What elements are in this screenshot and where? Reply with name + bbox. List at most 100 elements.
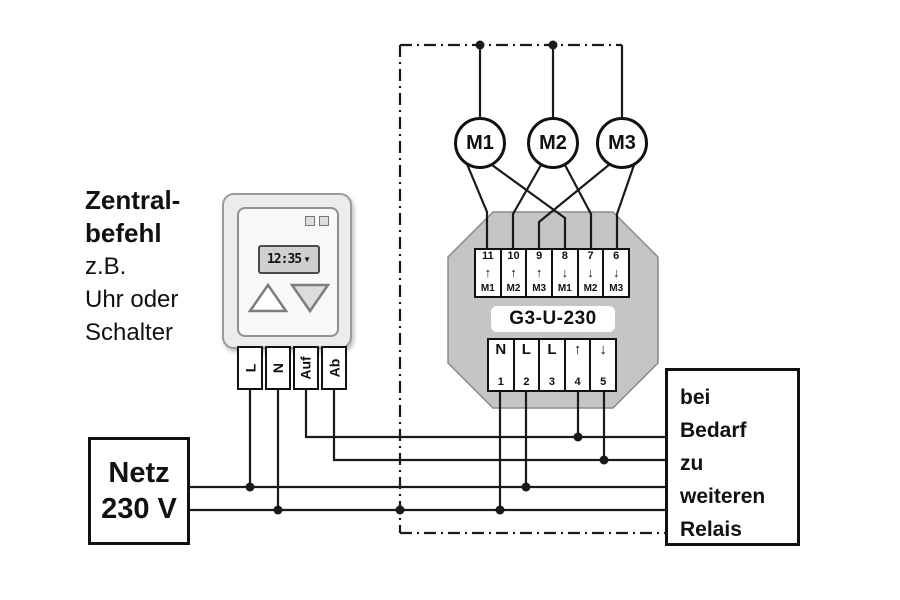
central-label-line: befehl — [85, 218, 162, 248]
relay-top-terminal-row: 11 ↑ M1 10 ↑ M2 9 ↑ M3 8 ↓ M1 7 ↓ M2 6 ↓… — [474, 248, 630, 298]
terminal-number: 3 — [548, 376, 556, 388]
terminal-motor-label: M1 — [480, 283, 495, 294]
junction-dot — [475, 40, 485, 50]
up-arrow-icon: ↑ — [484, 265, 492, 280]
timer-terminal-label: N — [270, 362, 286, 374]
motor-m2: M2 — [527, 117, 579, 169]
note-line: bei — [680, 386, 711, 409]
note-line: Bedarf — [680, 419, 747, 442]
wire-ab — [332, 388, 668, 462]
timer-buttons — [247, 282, 330, 314]
relay-terminal-5: ↓ 5 — [589, 340, 615, 390]
timer-time-value: 12:35 — [266, 252, 302, 267]
terminal-number: 5 — [600, 376, 607, 388]
junction-dot — [495, 505, 505, 515]
down-arrow-icon: ↓ — [612, 265, 620, 280]
terminal-number: 11 — [482, 250, 494, 262]
terminal-motor-label: M2 — [583, 283, 598, 294]
up-triangle-button-icon — [247, 282, 289, 313]
terminal-number: 6 — [613, 250, 620, 262]
terminal-number: 1 — [497, 376, 504, 388]
motor-m1: M1 — [454, 117, 506, 169]
mains-label: Netz — [108, 457, 170, 489]
wire-m3-terminal-6 — [615, 164, 636, 252]
junction-dot — [521, 482, 531, 492]
up-arrow-icon: ↑ — [573, 341, 582, 358]
junction-dots — [245, 40, 609, 515]
motor-label: M2 — [539, 131, 567, 154]
terminal-number: 7 — [587, 250, 594, 262]
terminal-number: 4 — [574, 376, 581, 388]
central-label-line: Uhr oder — [85, 286, 179, 313]
relay-terminal-1: N 1 — [489, 340, 513, 390]
timer-lcd-cursor-icon: ▼ — [303, 254, 312, 264]
relay-terminal-10: 10 ↑ M2 — [499, 250, 526, 296]
central-label-line: z.B. — [85, 253, 127, 280]
junction-dot — [548, 40, 558, 50]
relay-bottom-terminal-row: N 1 L 2 L 3 ↑ 4 ↓ 5 — [487, 338, 617, 392]
timer-terminal-l: L — [237, 346, 263, 390]
terminal-number: 2 — [523, 376, 530, 388]
down-triangle-button-icon — [289, 283, 330, 314]
terminal-motor-label: M3 — [532, 283, 547, 294]
central-label-line: Zentral- — [85, 185, 181, 215]
timer-terminal-strip: L N Auf Ab — [237, 346, 347, 390]
timer-faceplate: 12:35 ▼ — [237, 207, 339, 337]
relay-terminal-8: 8 ↓ M1 — [551, 250, 577, 296]
down-arrow-icon: ↓ — [561, 265, 569, 280]
wire-m1-terminal-11 — [465, 163, 489, 252]
timer-terminal-n: N — [265, 346, 291, 390]
terminal-letter: L — [547, 341, 557, 358]
junction-dot — [273, 505, 283, 515]
motor-label: M1 — [466, 131, 494, 154]
mains-voltage: 230 V — [101, 493, 177, 525]
terminal-motor-label: M2 — [506, 283, 521, 294]
wire-auf — [304, 388, 668, 439]
mains-supply-box: Netz 230 V — [88, 437, 190, 545]
motor-m3: M3 — [596, 117, 648, 169]
terminal-motor-label: M1 — [557, 283, 572, 294]
wire-m2-terminal-10 — [511, 164, 542, 252]
wire-m2-terminal-7 — [564, 164, 593, 252]
terminal-number: 10 — [507, 250, 520, 262]
note-line: zu — [680, 452, 704, 475]
timer-terminal-ab: Ab — [321, 346, 347, 390]
relay-terminal-9: 9 ↑ M3 — [525, 250, 551, 296]
down-arrow-icon: ↓ — [599, 341, 607, 358]
relay-terminal-11: 11 ↑ M1 — [476, 250, 500, 296]
relay-terminal-3: L 3 — [538, 340, 564, 390]
relay-model-label: G3-U-230 — [491, 306, 615, 332]
junction-dot — [573, 432, 583, 442]
relay-terminal-7: 7 ↓ M2 — [576, 250, 603, 296]
timer-device: 12:35 ▼ — [222, 193, 352, 349]
wire-m1-terminal-8 — [491, 164, 567, 252]
timer-key-icon — [305, 216, 315, 226]
timer-key-icon — [319, 216, 329, 226]
note-line: Relais — [680, 518, 742, 541]
motor-label: M3 — [608, 131, 636, 154]
terminal-letter: N — [495, 341, 507, 358]
note-line: weiteren — [680, 485, 766, 508]
timer-terminal-auf: Auf — [293, 346, 319, 390]
down-arrow-icon: ↓ — [587, 265, 594, 280]
junction-dot — [395, 505, 405, 515]
timer-terminal-label: L — [242, 363, 258, 373]
up-arrow-icon: ↑ — [535, 265, 543, 280]
timer-terminal-label: Ab — [325, 358, 342, 378]
relay-terminal-2: L 2 — [512, 340, 539, 390]
terminal-number: 8 — [561, 250, 568, 262]
up-arrow-icon: ↑ — [510, 265, 517, 280]
central-label-line: Schalter — [85, 319, 174, 346]
timer-lcd-display: 12:35 ▼ — [258, 245, 320, 274]
relay-terminal-6: 6 ↓ M3 — [602, 250, 628, 296]
terminal-number: 9 — [536, 250, 543, 262]
central-command-label: Zentral- befehl z.B. Uhr oder Schalter — [85, 184, 180, 349]
wire-m3-terminal-9 — [537, 163, 611, 252]
terminal-motor-label: M3 — [609, 283, 624, 294]
timer-terminal-label: Auf — [298, 356, 315, 380]
further-relays-note: bei Bedarf zu weiteren Relais — [665, 368, 800, 546]
junction-dot — [599, 455, 609, 465]
junction-dot — [245, 482, 255, 492]
